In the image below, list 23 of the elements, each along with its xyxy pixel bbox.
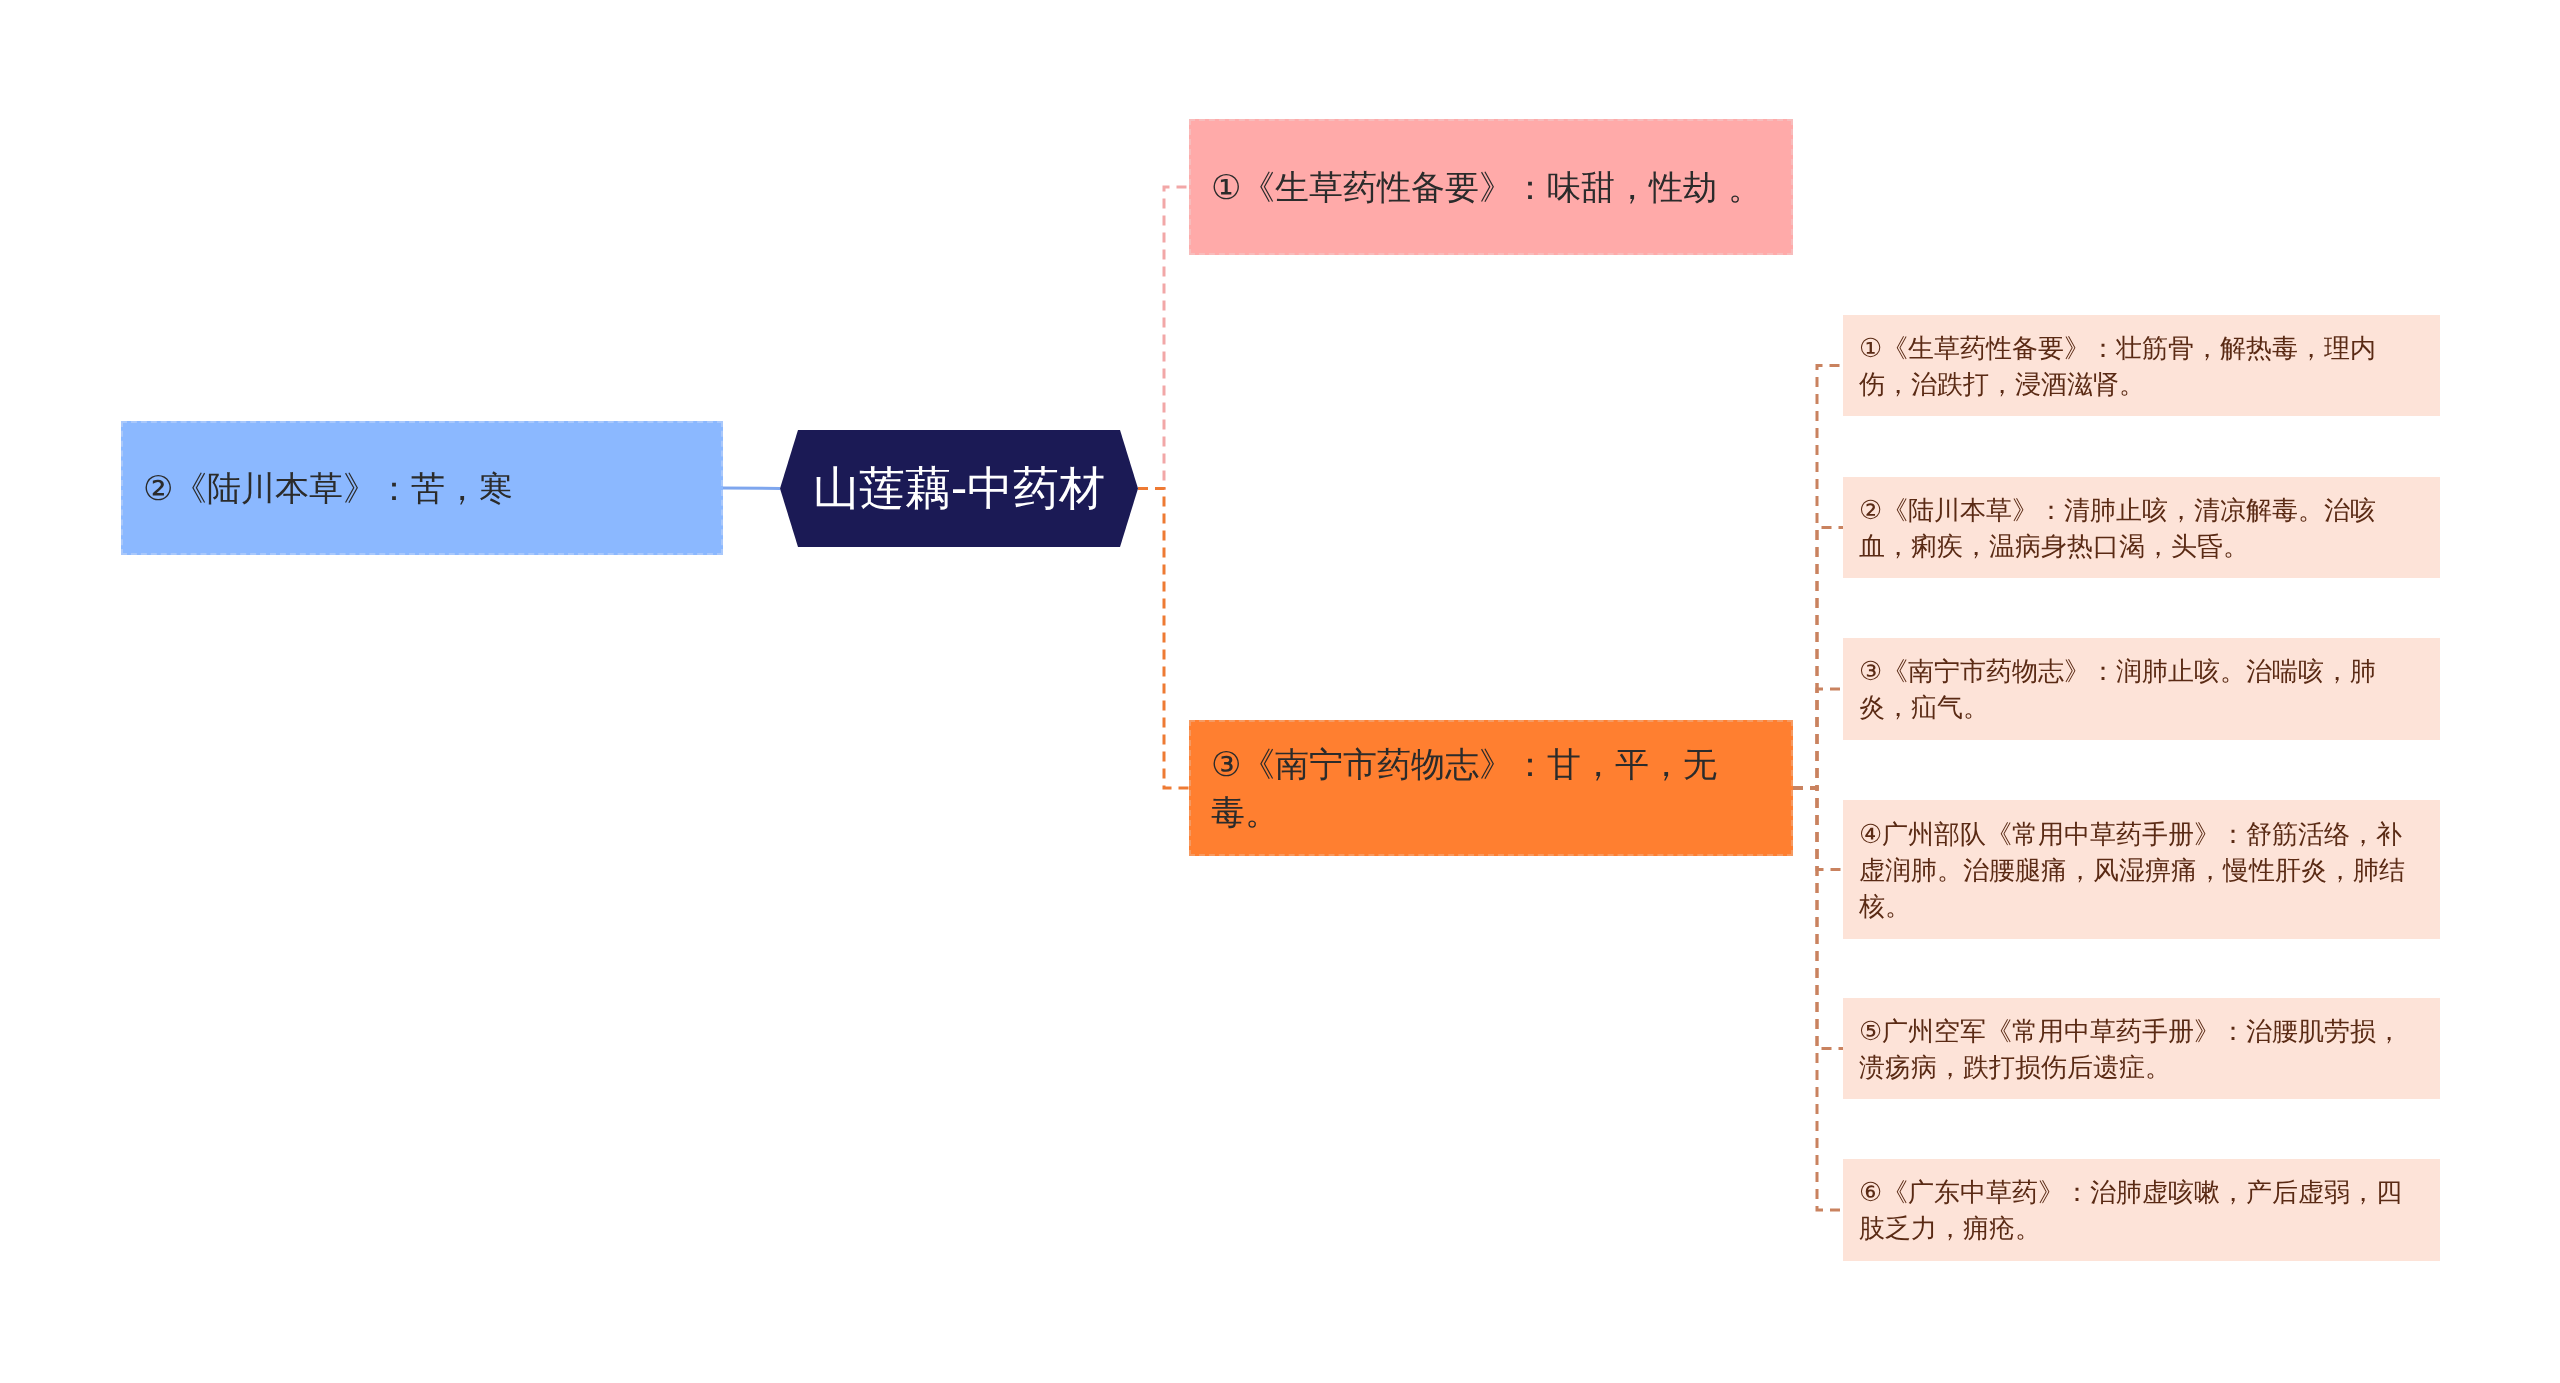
connector-line (1138, 487, 1189, 790)
topic-text: ③《南宁市药物志》：甘，平，无毒。 (1211, 743, 1719, 834)
topic-text: ②《陆川本草》：清肺止咳，清凉解毒。治咳血，痢疾，温病身热口渴，头昏。 (1859, 493, 2378, 563)
central-topic (780, 430, 1138, 547)
topic-text: ②《陆川本草》：苦，寒 (143, 467, 515, 510)
connector-line (1793, 786, 1843, 1212)
topic-text: ⑤广州空军《常用中草药手册》：治腰肌劳损，溃疡病，跌打损伤后遗症。 (1859, 1014, 2404, 1084)
subtopic-box (1843, 638, 2440, 740)
subtopic-box (1843, 800, 2440, 939)
topic-box (1189, 720, 1793, 856)
topic-text: ⑥《广东中草药》：治肺虚咳嗽，产后虚弱，四肢乏力，痈疮。 (1859, 1176, 2404, 1245)
topic-box (1189, 119, 1793, 255)
subtopic-box (1843, 1159, 2440, 1261)
connector-line (723, 486, 780, 490)
subtopic-box (1843, 477, 2440, 578)
topic-text: 山莲藕-中药材 (812, 460, 1106, 517)
topic-text: ③《南宁市药物志》：润肺止咳。治喘咳，肺炎，疝气。 (1859, 655, 2378, 724)
topic-text: ①《生草药性备要》：味甜，性劫 。 (1211, 166, 1764, 209)
topic-text: ④广州部队《常用中草药手册》：舒筋活络，补虚润肺。治腰腿痛，风湿痹痛，慢性肝炎，肺结核。 (1859, 817, 2406, 923)
subtopic-box (1843, 998, 2440, 1099)
subtopic-box (1843, 315, 2440, 416)
topic-text: ①《生草药性备要》：壮筋骨，解热毒，理内伤，治跌打，浸酒滋肾。 (1859, 331, 2378, 401)
topic-box (121, 421, 723, 555)
